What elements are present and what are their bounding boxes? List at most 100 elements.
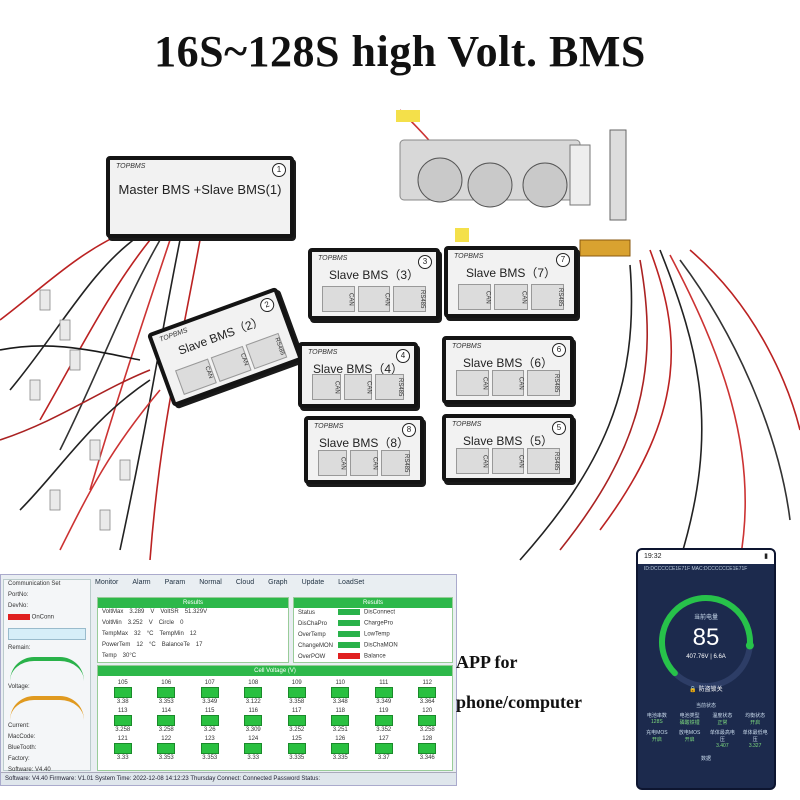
status-indicator (338, 609, 360, 615)
module-number: 8 (402, 423, 416, 437)
result-k2: TempMin (159, 631, 184, 637)
app-label-line2: phone/computer (456, 692, 582, 712)
battery-gauge (8, 628, 86, 640)
result-v: 3.289 (129, 609, 145, 615)
battery-icon (331, 743, 350, 754)
gauge-label: 当前电量 (693, 615, 718, 621)
tab-monitor[interactable]: Monitor (95, 579, 119, 586)
lock-label: 防盗锁关 (698, 687, 723, 693)
cell-voltage: 3.33 (116, 755, 129, 761)
result-v: 12 (136, 642, 144, 648)
phone-app-screenshot: 19:32▮ ID:DCCCCCE1E71F MAC:DCCCCCCE1E71F… (636, 548, 776, 790)
port-label: CAN (210, 345, 252, 383)
lock-button[interactable]: 🔒 防盗锁关 (638, 684, 774, 693)
cell-number: 121 (117, 736, 128, 742)
battery-icon (200, 687, 219, 698)
cell-number: 113 (117, 708, 128, 714)
battery-icon: ▮ (764, 553, 768, 560)
tab-param[interactable]: Param (164, 579, 186, 586)
battery-icon (331, 687, 350, 698)
port-label: CAN (322, 286, 355, 312)
soc-gauge-marker (745, 641, 754, 650)
module-brand: TOPBMS (116, 163, 146, 170)
section-label: 当前状态 (695, 703, 716, 709)
voltage-gauge (10, 696, 84, 720)
module-number: 6 (552, 343, 566, 357)
current-value: 6.6A (713, 654, 726, 660)
onconn-indicator (8, 614, 30, 620)
status-cell-key: 单体最高电压 (709, 730, 735, 743)
cell-number: 118 (335, 708, 346, 714)
module-label: Slave BMS（4） (312, 362, 404, 376)
cell-voltage: 3.251 (332, 727, 348, 733)
result-k: Temp (102, 653, 117, 659)
tab-normal[interactable]: Normal (199, 579, 222, 586)
tab-loadset[interactable]: LoadSet (338, 579, 365, 586)
cell-voltage: 3.349 (202, 699, 218, 705)
status-cell-key: 温度状态 (712, 713, 733, 719)
soc-value: 85 (692, 624, 720, 651)
cell-item: 118 3.251 (322, 708, 360, 733)
status-cell: 温度状态正常 (708, 712, 738, 726)
port-label: CAN (494, 284, 528, 310)
module-brand: TOPBMS (318, 255, 348, 262)
cell-voltage: 3.352 (376, 727, 392, 733)
port-label: CAN (175, 358, 217, 395)
cell-number: 110 (335, 680, 346, 686)
result-v2: 51.329V (184, 609, 208, 615)
module-label: Slave BMS（7） (465, 266, 557, 280)
panel-title: Cell Voltage (V) (98, 666, 452, 676)
cell-voltage: 3.346 (419, 755, 435, 761)
battery-icon (113, 687, 132, 698)
result-u: °C (146, 631, 154, 637)
status-key2: LowTemp (364, 631, 390, 638)
result-u: V (150, 609, 155, 615)
cell-number: 112 (422, 680, 433, 686)
cell-voltage: 3.364 (419, 699, 435, 705)
battery-icon (244, 687, 263, 698)
result-k2: VoltSR (160, 609, 179, 615)
status-key: OverPOW (298, 653, 326, 660)
module-label: Master BMS +Slave BMS(1) (118, 182, 282, 197)
status-bar: Software: V4.40 Firmware: V1.01 System T… (1, 772, 456, 785)
port-label: RS485 (381, 450, 411, 476)
cell-number: 125 (291, 736, 302, 742)
tab-update[interactable]: Update (301, 579, 325, 586)
status-indicator (338, 642, 360, 648)
cell-number: 116 (248, 708, 259, 714)
result-k2: Circle (158, 620, 175, 626)
cell-voltage: 3.37 (377, 755, 390, 761)
cell-number: 128 (422, 736, 433, 742)
cell-number: 126 (335, 736, 346, 742)
onconn-button[interactable]: OnConn (4, 613, 90, 624)
lock-icon: 🔒 (689, 687, 697, 693)
status-cell-key: 电池串数 (646, 713, 667, 719)
cell-number: 115 (204, 708, 215, 714)
module-number: 3 (418, 255, 432, 269)
port-label: RS485 (245, 332, 288, 370)
result-u: V (148, 620, 153, 626)
tab-graph[interactable]: Graph (268, 579, 288, 586)
result-k: PowerTem (102, 642, 131, 648)
battery-icon (157, 687, 176, 698)
connection-sidebar: Communication Set PortNo: DevNo: OnConn … (3, 579, 91, 773)
cell-voltage: 3.353 (158, 755, 174, 761)
tab-alarm[interactable]: Alarm (132, 579, 151, 586)
result-u: °C (149, 642, 156, 648)
tab-cloud[interactable]: Cloud (235, 579, 255, 586)
